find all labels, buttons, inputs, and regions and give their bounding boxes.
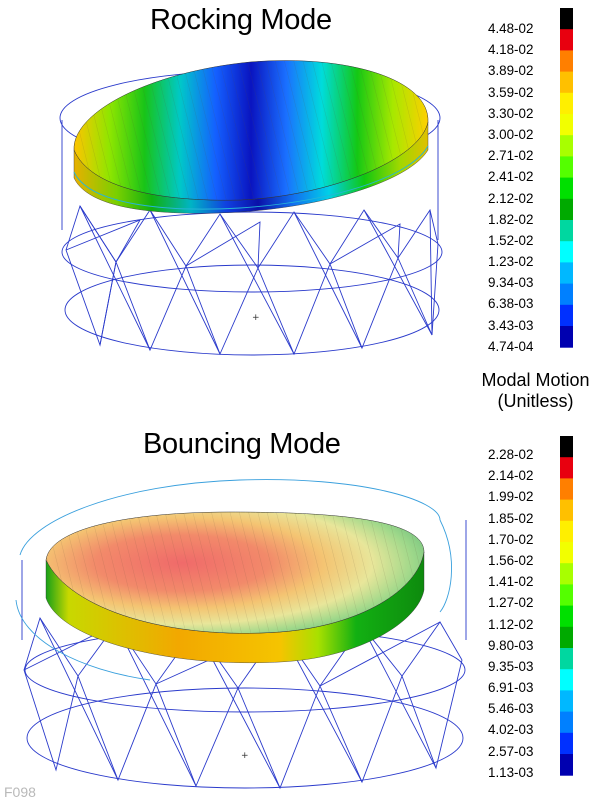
scale-label: 1.56-02 (488, 552, 534, 568)
scale-swatch (560, 177, 573, 200)
scale-swatch (560, 135, 573, 157)
scale-label: 9.34-03 (488, 275, 534, 291)
scale-label: 1.41-02 (488, 574, 534, 590)
scale-swatch (560, 478, 573, 501)
scale-label: 1.13-03 (488, 764, 534, 780)
scale-label: 1.99-02 (488, 489, 534, 505)
scale-label: 2.41-02 (488, 169, 534, 185)
scale-label: 9.80-03 (488, 637, 534, 653)
scale-swatch (560, 50, 573, 73)
scale-label: 2.28-02 (488, 447, 534, 462)
scale-swatch (560, 71, 573, 94)
figure-id: F098 (4, 784, 36, 800)
scale-label: 3.89-02 (488, 63, 534, 79)
scale-label: 2.57-03 (488, 743, 534, 759)
scale-label: 1.85-02 (488, 510, 534, 526)
bouncing-slab-mesh (46, 512, 424, 634)
scale-label: 3.30-02 (488, 105, 534, 121)
scale-swatch (560, 605, 573, 628)
scale-label: 2.14-02 (488, 468, 534, 484)
scale-swatch (560, 584, 573, 607)
legend-caption-line2: (Unitless) (497, 391, 574, 411)
scale-swatch (560, 326, 573, 348)
scale-swatch (560, 262, 573, 285)
scale-swatch (560, 690, 573, 713)
scale-swatch (560, 499, 573, 522)
legend-caption-line1: Modal Motion (481, 370, 590, 390)
scale-swatch (560, 648, 573, 670)
bouncing-scale-labels: 2.28-02 2.14-02 1.99-02 1.85-02 1.70-02 … (488, 444, 533, 783)
scale-swatch (560, 304, 573, 327)
scale-label: 3.00-02 (488, 126, 534, 142)
scale-swatch (560, 29, 573, 51)
scale-label: 5.46-03 (488, 701, 534, 717)
scale-label: 4.02-03 (488, 722, 534, 738)
bouncing-color-scale (560, 436, 573, 776)
bouncing-mode-title: Bouncing Mode (143, 428, 341, 460)
scale-label: 4.48-02 (488, 21, 534, 36)
scale-swatch (560, 283, 573, 306)
scale-label: 3.43-03 (488, 317, 534, 333)
scale-swatch (560, 626, 573, 649)
scale-label: 1.27-02 (488, 595, 534, 611)
bouncing-support-frame (21, 520, 467, 790)
scale-label: 9.35-03 (488, 658, 534, 674)
scale-label: 4.18-02 (488, 42, 534, 58)
scale-label: 4.74-04 (488, 338, 534, 354)
rocking-center-mark: + (252, 313, 260, 323)
scale-label: 2.12-02 (488, 190, 534, 206)
scale-swatch (560, 198, 573, 221)
scale-swatch (560, 669, 573, 691)
scale-swatch (560, 542, 573, 564)
bouncing-top-ring (19, 479, 441, 556)
scale-swatch (560, 8, 573, 30)
scale-label: 1.23-02 (488, 254, 534, 270)
rocking-color-scale (560, 8, 573, 348)
rocking-mode-model: + (59, 60, 443, 356)
scale-swatch (560, 754, 573, 776)
bouncing-mode-model: + (15, 479, 467, 790)
scale-swatch (560, 114, 573, 136)
scale-swatch (560, 156, 573, 179)
bouncing-center-mark: + (241, 751, 249, 761)
scale-label: 6.38-03 (488, 296, 534, 312)
scale-label: 1.12-02 (488, 616, 534, 632)
scale-label: 1.82-02 (488, 211, 534, 227)
scale-swatch (560, 457, 573, 479)
rocking-mode-title: Rocking Mode (150, 4, 332, 36)
rocking-scale-labels: 4.48-02 4.18-02 3.89-02 3.59-02 3.30-02 … (488, 18, 533, 357)
scale-swatch (560, 92, 573, 115)
scale-swatch (560, 563, 573, 585)
scale-swatch (560, 241, 573, 263)
rocking-slab-mesh (73, 60, 429, 201)
legend-caption: Modal Motion (Unitless) (474, 370, 597, 412)
scale-swatch (560, 220, 573, 242)
scale-label: 3.59-02 (488, 84, 534, 100)
rocking-support-frame (61, 62, 443, 356)
scale-label: 1.70-02 (488, 531, 534, 547)
scale-swatch (560, 520, 573, 543)
scale-label: 2.71-02 (488, 148, 534, 164)
scale-swatch (560, 436, 573, 458)
scale-swatch (560, 711, 573, 734)
scale-swatch (560, 732, 573, 755)
scale-label: 1.52-02 (488, 232, 534, 248)
scale-label: 6.91-03 (488, 680, 534, 696)
